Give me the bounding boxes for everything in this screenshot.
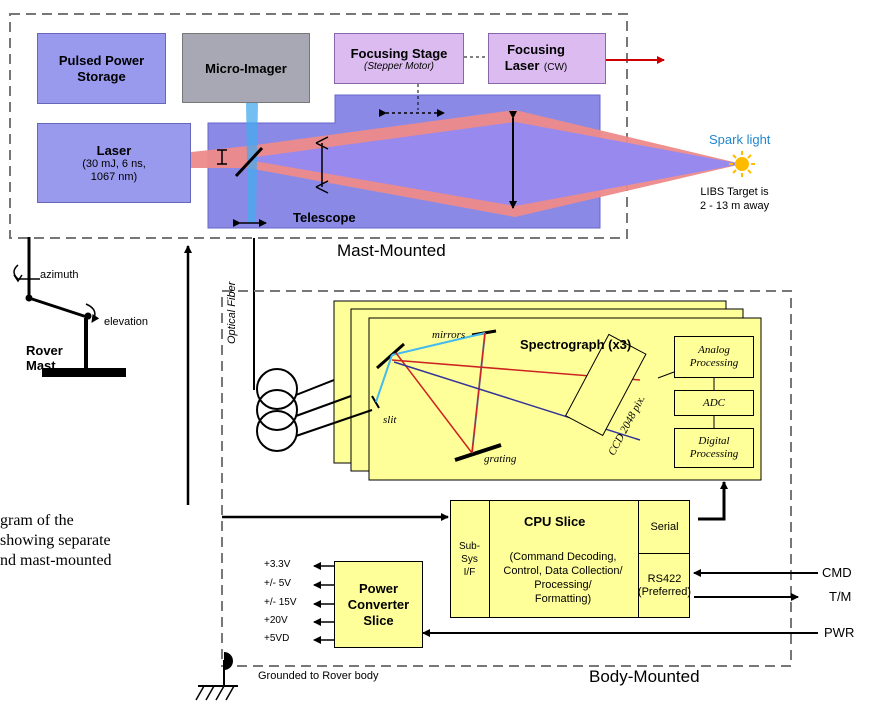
fiber-coils-icon [256,368,373,452]
ground-label: Grounded to Rover body [258,670,379,682]
cpu-slice-box [450,500,690,618]
ccd-box [564,333,647,437]
serial-label: Serial [650,520,679,533]
ground-icon [195,652,238,701]
mirrors-label: mirrors [432,329,466,341]
serial-cell: Serial [638,500,690,554]
spark-icon [729,151,755,177]
body-section-border [221,290,792,667]
focusing-stage-label: Focusing Stage [350,45,448,61]
caption-text: gram of the showing separate nd mast-mou… [0,511,112,571]
focusing-stage-box: Focusing Stage (Stepper Motor) [334,33,464,84]
laser-specs: (30 mJ, 6 ns, 1067 nm) [82,157,146,183]
laser-box: Laser (30 mJ, 6 ns, 1067 nm) [37,123,191,203]
focusing-laser-box: Focusing Laser (CW) [488,33,606,84]
imager-beam [246,102,258,222]
telescope-label: Telescope [293,210,356,225]
rail-5vd: +5VD [264,633,290,644]
focusing-stage-sub: (Stepper Motor) [363,60,435,72]
rover-mast-label: Rover Mast [26,343,63,373]
pulsed-power-label: Pulsed Power Storage [58,52,145,84]
digital-processing-label: Digital Processing [689,435,739,460]
rail-3v3: +3.3V [264,559,291,570]
spectrograph-title: Spectrograph (x3) [520,337,632,352]
rs422-cell: RS422 (Preferred) [637,554,692,618]
rail-20v: +20V [264,615,288,626]
beamsplitter [234,146,264,178]
serial-link-arrow [698,481,728,521]
micro-imager-box: Micro-Imager [182,33,310,103]
libs-target-label: LIBS Target is 2 - 13 m away [700,186,770,212]
focusing-laser-label2: Laser [504,58,540,73]
optical-fiber-label: Optical Fiber [226,281,238,344]
micro-imager-label: Micro-Imager [205,60,287,76]
focusing-laser-label: Focusing [507,42,565,57]
rs422-label: RS422 (Preferred) [637,573,692,598]
rover-mast-icon [13,237,126,377]
laser-label: Laser [96,142,132,158]
power-rail-arrows [313,562,334,644]
caption-line-1: gram of the [0,512,74,529]
adc-label: ADC [703,397,725,409]
beam-inner [248,122,742,206]
cpu-slice-title: CPU Slice [524,514,586,529]
power-converter-box: Power Converter Slice [334,561,423,648]
pwr-label: PWR [824,625,855,640]
cpu-slice-desc: (Command Decoding, Control, Data Collect… [503,551,623,605]
caption-line-2: showing separate [0,532,111,549]
focusing-laser-line2: Laser (CW) [505,57,567,75]
elevation-label: elevation [104,316,149,328]
tm-label: T/M [829,589,852,604]
subsys-if-label: Sub- Sys I/F [458,540,481,578]
pulsed-power-storage-box: Pulsed Power Storage [37,33,166,104]
laser-lens [217,149,227,165]
rail-15v: +/- 15V [264,597,297,608]
subsys-if-cell: Sub- Sys I/F [450,500,490,618]
analog-processing-label: Analog Processing [689,344,739,369]
diverging-lens [315,136,329,194]
cmd-label: CMD [822,565,852,580]
analog-processing-box: Analog Processing [674,336,754,378]
focusing-laser-cw: (CW) [543,62,568,73]
mast-section-border [9,13,628,239]
azimuth-label: azimuth [40,269,79,281]
ccd-to-analog [657,371,675,379]
spark-light-label: Spark light [709,132,771,147]
slit-label: slit [383,414,397,426]
power-converter-label: Power Converter Slice [347,580,410,628]
mast-mounted-label: Mast-Mounted [337,241,446,260]
rail-5v: +/- 5V [264,578,291,589]
body-mounted-label: Body-Mounted [589,667,700,686]
grating-label: grating [484,453,517,465]
caption-line-3: nd mast-mounted [0,552,112,569]
adc-box: ADC [674,390,754,416]
digital-processing-box: Digital Processing [674,428,754,468]
